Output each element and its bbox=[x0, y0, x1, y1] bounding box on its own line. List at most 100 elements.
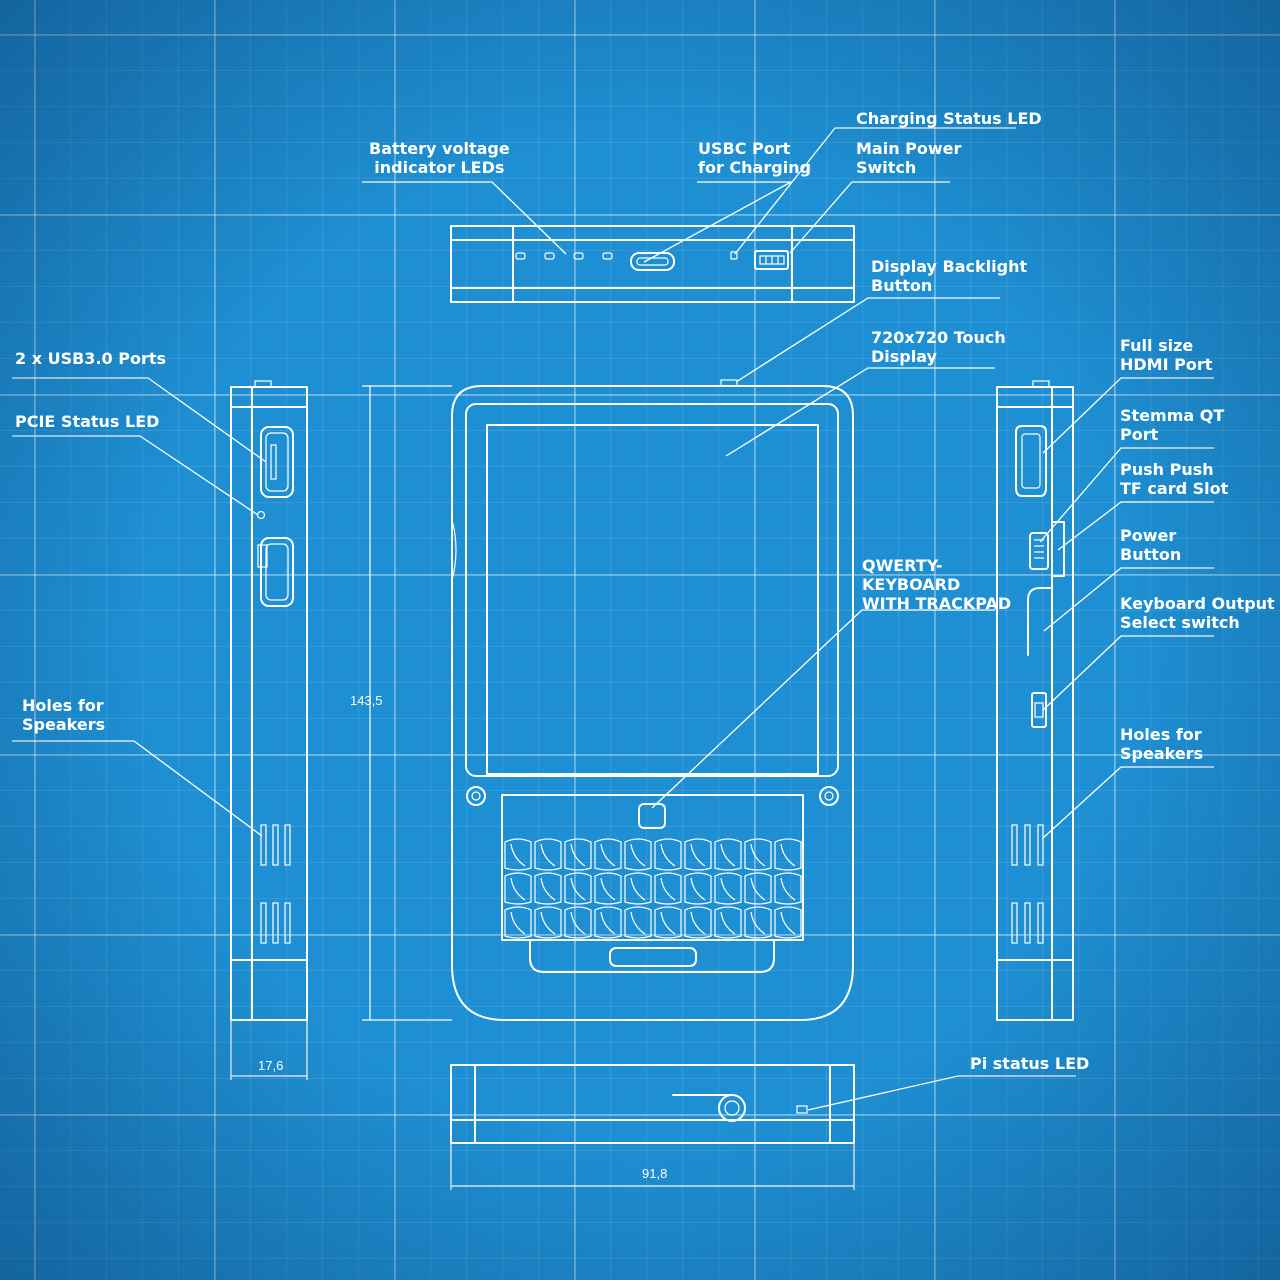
keyboard-key-arc bbox=[780, 877, 796, 901]
dimension-depth: 17,6 bbox=[258, 1058, 284, 1073]
keyboard-key-arc bbox=[540, 911, 556, 935]
keyboard-key bbox=[654, 838, 682, 871]
right-side-view bbox=[996, 380, 1074, 1021]
keyboard-key-arc bbox=[720, 877, 736, 901]
keyboard-key-arc bbox=[510, 877, 526, 901]
trackpad-shape bbox=[638, 803, 666, 829]
dimension-lines bbox=[230, 385, 855, 1190]
keyboard-key-arc bbox=[600, 911, 616, 935]
left-speaker-holes bbox=[260, 824, 291, 944]
keyboard-key bbox=[654, 872, 682, 905]
hdmi-port-shape bbox=[1015, 425, 1047, 497]
keyboard-key bbox=[534, 906, 562, 939]
keyboard-key bbox=[594, 872, 622, 905]
keyboard-key bbox=[744, 906, 772, 939]
keyboard-key bbox=[624, 906, 652, 939]
keyboard-key bbox=[714, 906, 742, 939]
stemma-port-shape bbox=[1029, 532, 1049, 570]
keyboard-key-arc bbox=[600, 877, 616, 901]
keyboard-key-arc bbox=[720, 911, 736, 935]
usb3-port-shape-1 bbox=[260, 426, 294, 498]
keyboard-key-arc bbox=[540, 843, 556, 867]
keyboard-key bbox=[684, 906, 712, 939]
keyboard-key bbox=[684, 872, 712, 905]
pcie-led-shape bbox=[256, 510, 266, 520]
tf-slot-shape bbox=[1051, 521, 1065, 577]
top-view bbox=[450, 225, 855, 303]
keyboard-key-arc bbox=[600, 843, 616, 867]
keyboard-key-arc bbox=[750, 843, 766, 867]
display-shape bbox=[486, 424, 819, 775]
keyboard-key bbox=[714, 872, 742, 905]
keyboard-key bbox=[504, 838, 532, 871]
label-usb3-ports: 2 x USB3.0 Ports bbox=[15, 349, 166, 368]
keyboard-key bbox=[564, 838, 592, 871]
power-button-shape bbox=[1027, 587, 1051, 656]
bottom-view bbox=[450, 1064, 855, 1144]
keyboard-key bbox=[534, 872, 562, 905]
keyboard-switch-shape bbox=[1031, 692, 1047, 728]
label-charging-led: Charging Status LED bbox=[856, 109, 1042, 128]
keyboard-key bbox=[624, 838, 652, 871]
keyboard-key-arc bbox=[780, 843, 796, 867]
dimension-height: 143,5 bbox=[350, 693, 383, 708]
keyboard-key-arc bbox=[690, 843, 706, 867]
keyboard-key bbox=[624, 872, 652, 905]
usb3-port-shape-2 bbox=[260, 537, 294, 607]
charging-led-shape bbox=[730, 251, 738, 260]
keyboard-key bbox=[774, 906, 802, 939]
keyboard-key bbox=[594, 838, 622, 871]
front-view bbox=[451, 379, 854, 1021]
keyboard-key bbox=[684, 838, 712, 871]
keyboard-key bbox=[774, 838, 802, 871]
keyboard-key bbox=[564, 872, 592, 905]
keyboard-key-arc bbox=[690, 877, 706, 901]
keyboard-key-arc bbox=[660, 877, 676, 901]
keyboard-key bbox=[504, 872, 532, 905]
keyboard-key-arc bbox=[570, 877, 586, 901]
label-pcie-led: PCIE Status LED bbox=[15, 412, 160, 431]
right-speaker-holes bbox=[1011, 824, 1044, 944]
keyboard-key-arc bbox=[750, 911, 766, 935]
leader-lines bbox=[12, 127, 1214, 1111]
battery-led-group bbox=[515, 252, 613, 260]
keyboard-key bbox=[594, 906, 622, 939]
keyboard-key-arc bbox=[720, 843, 736, 867]
keyboard-key-arc bbox=[780, 911, 796, 935]
keyboard-key bbox=[774, 872, 802, 905]
usbc-port-shape bbox=[630, 252, 675, 271]
keyboard-key-arc bbox=[570, 911, 586, 935]
keyboard-key bbox=[534, 838, 562, 871]
left-side-view bbox=[230, 380, 308, 1021]
keyboard-key-arc bbox=[630, 843, 646, 867]
keyboard-key-arc bbox=[630, 877, 646, 901]
keyboard-key-arc bbox=[630, 911, 646, 935]
keyboard-key-arc bbox=[540, 877, 556, 901]
keyboard-key bbox=[744, 872, 772, 905]
keyboard-key bbox=[564, 906, 592, 939]
dimension-width: 91,8 bbox=[642, 1166, 668, 1181]
keyboard-key-arc bbox=[510, 843, 526, 867]
keyboard-key-arc bbox=[510, 911, 526, 935]
keyboard-key-arc bbox=[660, 911, 676, 935]
keyboard-key bbox=[744, 838, 772, 871]
pi-led-shape bbox=[796, 1105, 808, 1114]
label-pi-led: Pi status LED bbox=[970, 1054, 1090, 1073]
keyboard-key-arc bbox=[750, 877, 766, 901]
keyboard-shape bbox=[501, 794, 804, 973]
keyboard-key-arc bbox=[570, 843, 586, 867]
